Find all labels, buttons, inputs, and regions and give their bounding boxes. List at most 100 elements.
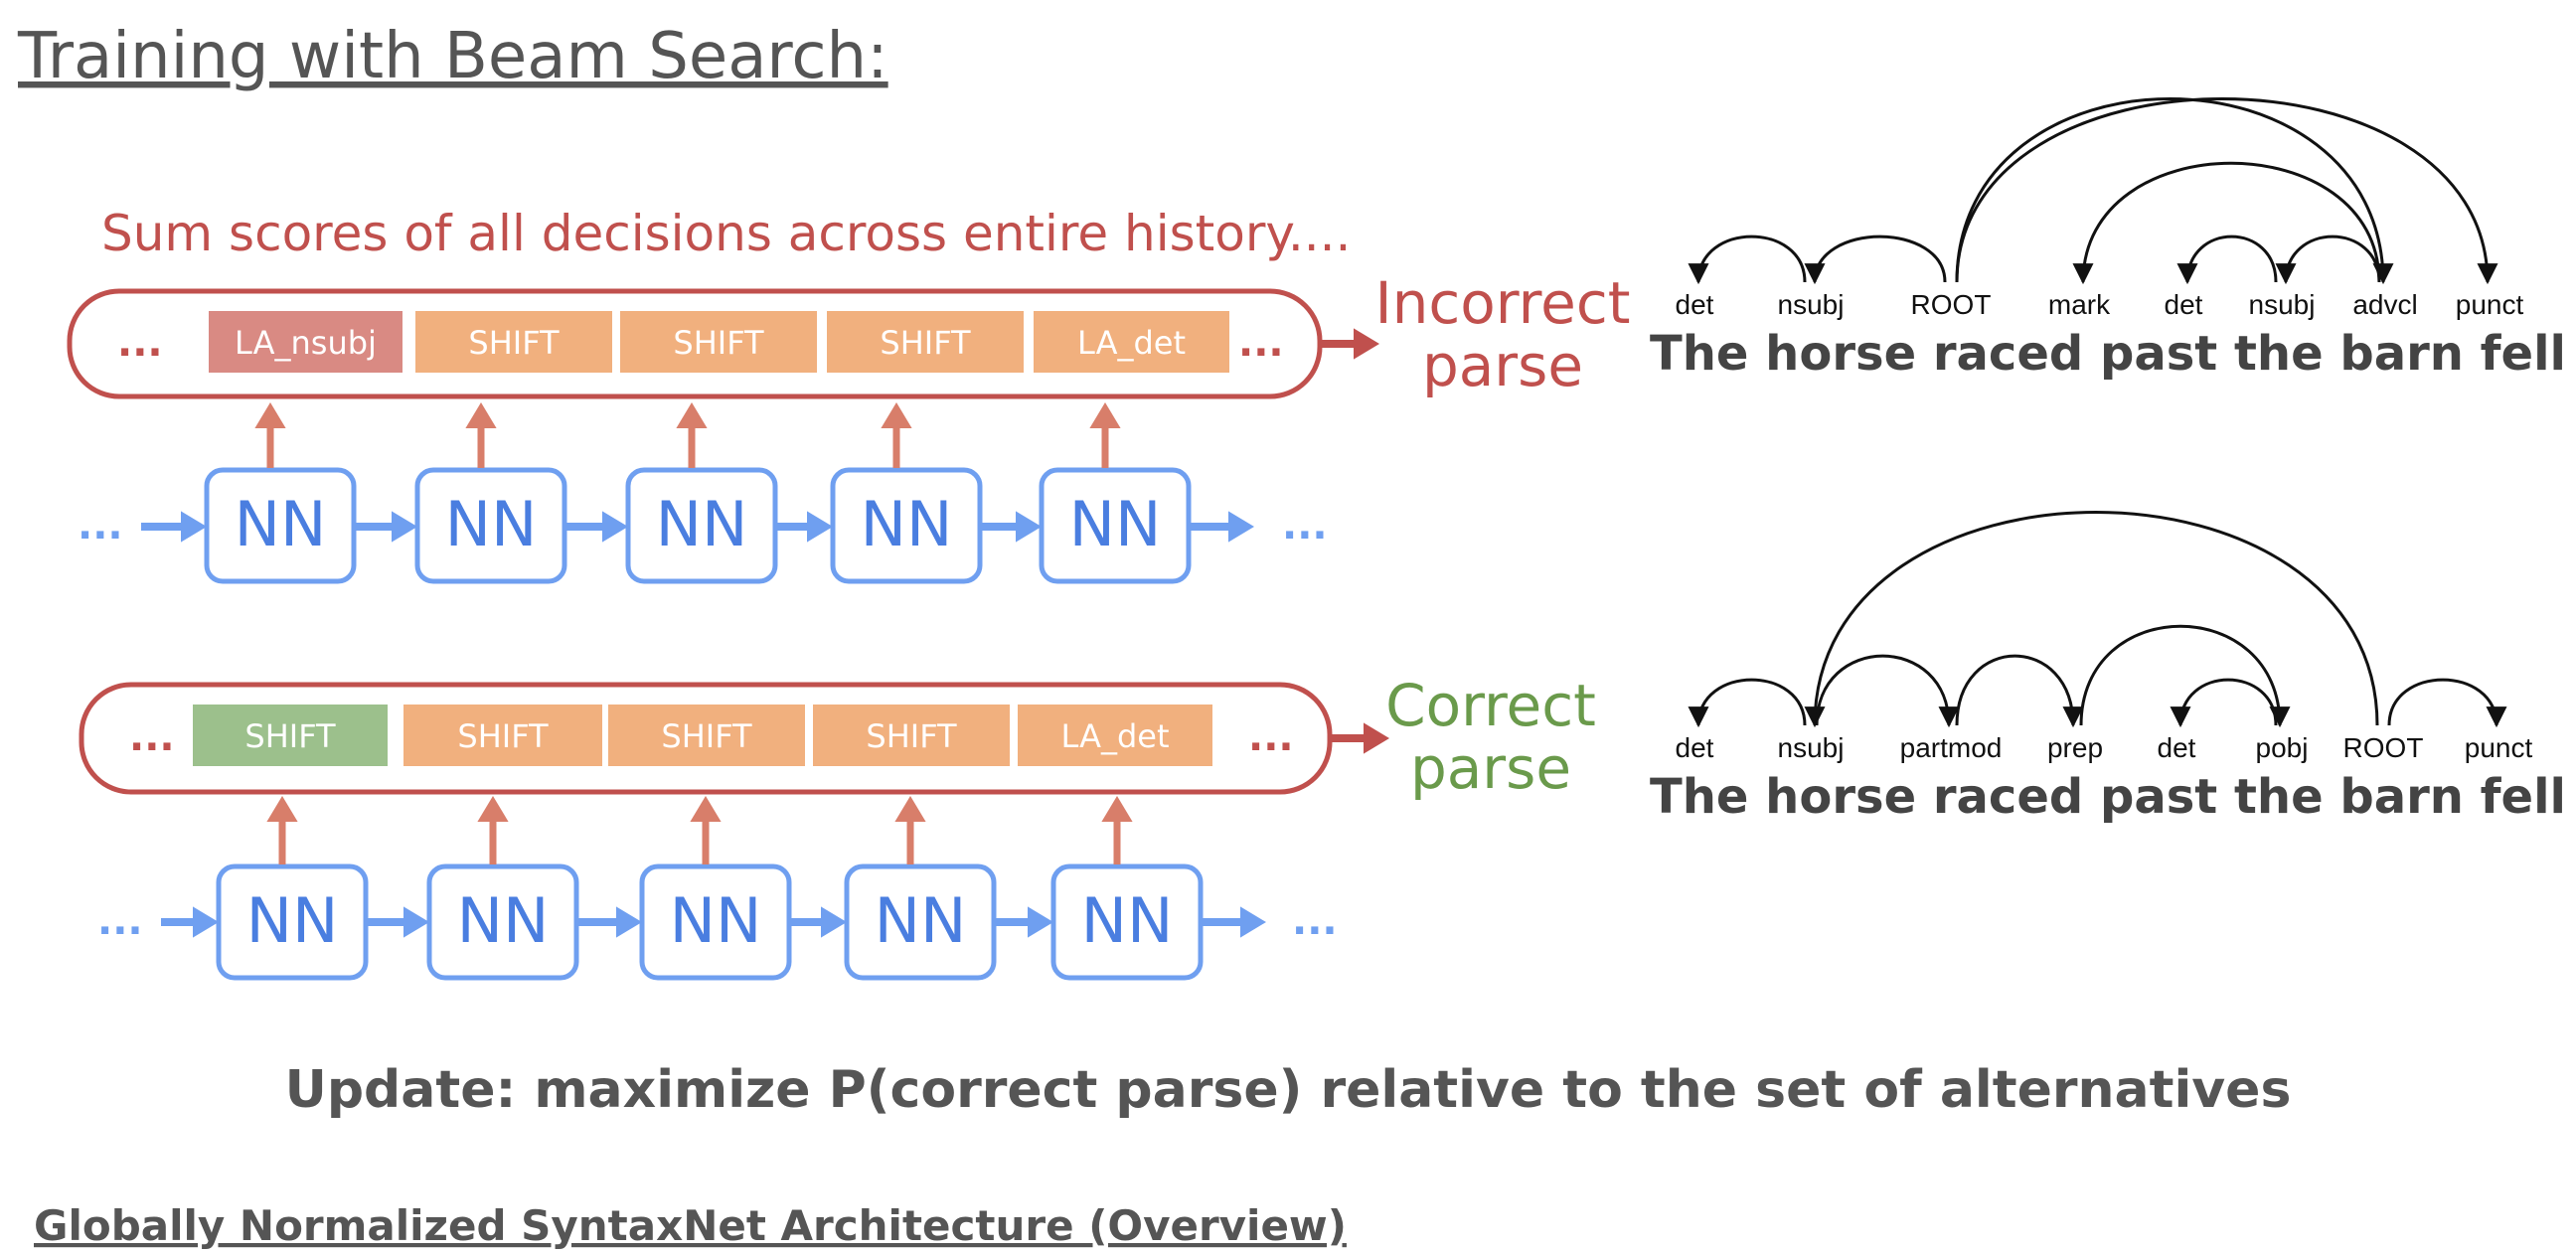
dependency-arc — [1804, 511, 2379, 728]
dependency-arc — [1955, 97, 2498, 285]
footer-link[interactable]: Globally Normalized SyntaxNet Architectu… — [34, 1201, 1347, 1250]
dependency-arc — [2079, 624, 2291, 728]
dependency-arc — [1815, 654, 1960, 728]
score-arrow-head — [690, 796, 722, 822]
nn-cell-label: NN — [457, 884, 550, 957]
flow-ellipsis-left: ... — [78, 503, 123, 549]
decision-chip — [827, 311, 1024, 373]
flow-arrow-head — [1228, 511, 1254, 543]
dependency-label: pobj — [2256, 732, 2309, 763]
score-arrow-head — [881, 402, 912, 428]
output-arrow-head — [1354, 328, 1379, 360]
nn-cell-label: NN — [656, 488, 748, 560]
decision-chip — [415, 311, 612, 373]
dependency-label: det — [1676, 289, 1714, 320]
score-arrow-head — [266, 796, 298, 822]
decision-chip — [193, 705, 388, 766]
flow-arrow-head — [1028, 906, 1053, 938]
flow-arrow-head — [392, 511, 417, 543]
dependency-label: advcl — [2352, 289, 2417, 320]
flow-arrow-head — [821, 906, 847, 938]
nn-cell-label: NN — [1069, 488, 1162, 560]
dependency-label: punct — [2456, 289, 2524, 320]
decision-chip — [620, 311, 817, 373]
dependency-arc — [2170, 678, 2278, 728]
parse-sentence: The horse raced past the barn fell . — [1650, 769, 2576, 825]
update-rule-text: Update: maximize P(correct parse) relati… — [285, 1060, 2292, 1120]
dependency-label: nsubj — [1778, 289, 1845, 320]
history-ellipsis-left: ... — [129, 714, 175, 760]
nn-cell-label: NN — [670, 884, 762, 957]
flow-arrow-head — [1016, 511, 1042, 543]
score-arrow-head — [1101, 796, 1133, 822]
score-arrow-head — [894, 796, 926, 822]
decision-chip-label: SHIFT — [468, 324, 560, 362]
flow-arrow-head — [807, 511, 833, 543]
decision-chip-label: SHIFT — [661, 717, 752, 755]
dependency-arc — [1804, 235, 1947, 285]
decision-chip-label: LA_nsubj — [235, 324, 377, 362]
score-arrow-head — [1089, 402, 1121, 428]
dependency-arc — [2176, 235, 2278, 285]
dependency-label: mark — [2048, 289, 2111, 320]
dependency-label: det — [2165, 289, 2203, 320]
dependency-label: prep — [2047, 732, 2103, 763]
decision-chip-label: SHIFT — [880, 324, 971, 362]
flow-arrow-head — [403, 906, 429, 938]
flow-ellipsis-right: ... — [1282, 503, 1328, 549]
correct-parse-label-line1: Correct — [1385, 672, 1596, 739]
nn-cell — [830, 467, 983, 584]
flow-arrow-head — [602, 511, 628, 543]
decision-chip-label: LA_det — [1061, 717, 1170, 755]
nn-cell-label: NN — [1081, 884, 1174, 957]
incorrect-parse-label-line2: parse — [1422, 332, 1583, 399]
dependency-label: punct — [2465, 732, 2533, 763]
score-arrow-head — [676, 402, 708, 428]
nn-cell — [204, 467, 357, 584]
dependency-arc — [1688, 235, 1807, 285]
flow-arrow-head — [181, 511, 207, 543]
dependency-arc — [1955, 97, 2394, 285]
score-arrow-head — [254, 402, 286, 428]
nn-cell-label: NN — [861, 488, 953, 560]
dependency-label: nsubj — [2249, 289, 2316, 320]
nn-cell — [625, 467, 778, 584]
decision-chip — [209, 311, 402, 373]
score-arrow-head — [477, 796, 509, 822]
flow-arrow-head — [616, 906, 642, 938]
history-ellipsis-right: ... — [1238, 320, 1284, 366]
nn-cell-label: NN — [235, 488, 327, 560]
decision-chip — [1034, 311, 1229, 373]
history-caption: Sum scores of all decisions across entir… — [101, 205, 1351, 262]
incorrect-parse-label-line1: Incorrect — [1375, 269, 1631, 337]
nn-cell-label: NN — [246, 884, 339, 957]
page-title: Training with Beam Search: — [17, 20, 888, 93]
output-arrow-head — [1364, 722, 1389, 754]
decision-chip-label: SHIFT — [244, 717, 336, 755]
dependency-arc — [1688, 678, 1807, 728]
decision-chip — [1018, 705, 1212, 766]
flow-ellipsis-right: ... — [1292, 898, 1338, 944]
nn-cell-label: NN — [875, 884, 967, 957]
dependency-label: partmod — [1900, 732, 2003, 763]
decision-chip-label: SHIFT — [457, 717, 549, 755]
dependency-label: ROOT — [2343, 732, 2424, 763]
history-ellipsis-left: ... — [117, 320, 163, 366]
dependency-label: nsubj — [1778, 732, 1845, 763]
dependency-arc — [2387, 678, 2507, 728]
dependency-label: det — [1676, 732, 1714, 763]
decision-chip-label: LA_det — [1077, 324, 1186, 362]
decision-chip-label: SHIFT — [866, 717, 957, 755]
decision-chip — [608, 705, 805, 766]
parse-sentence: The horse raced past the barn fell . — [1650, 326, 2576, 382]
decision-chip-label: SHIFT — [673, 324, 764, 362]
nn-cell — [414, 467, 567, 584]
dependency-label: det — [2158, 732, 2196, 763]
flow-arrow-head — [1240, 906, 1266, 938]
flow-arrow-head — [193, 906, 219, 938]
correct-parse-label-line2: parse — [1410, 734, 1571, 802]
